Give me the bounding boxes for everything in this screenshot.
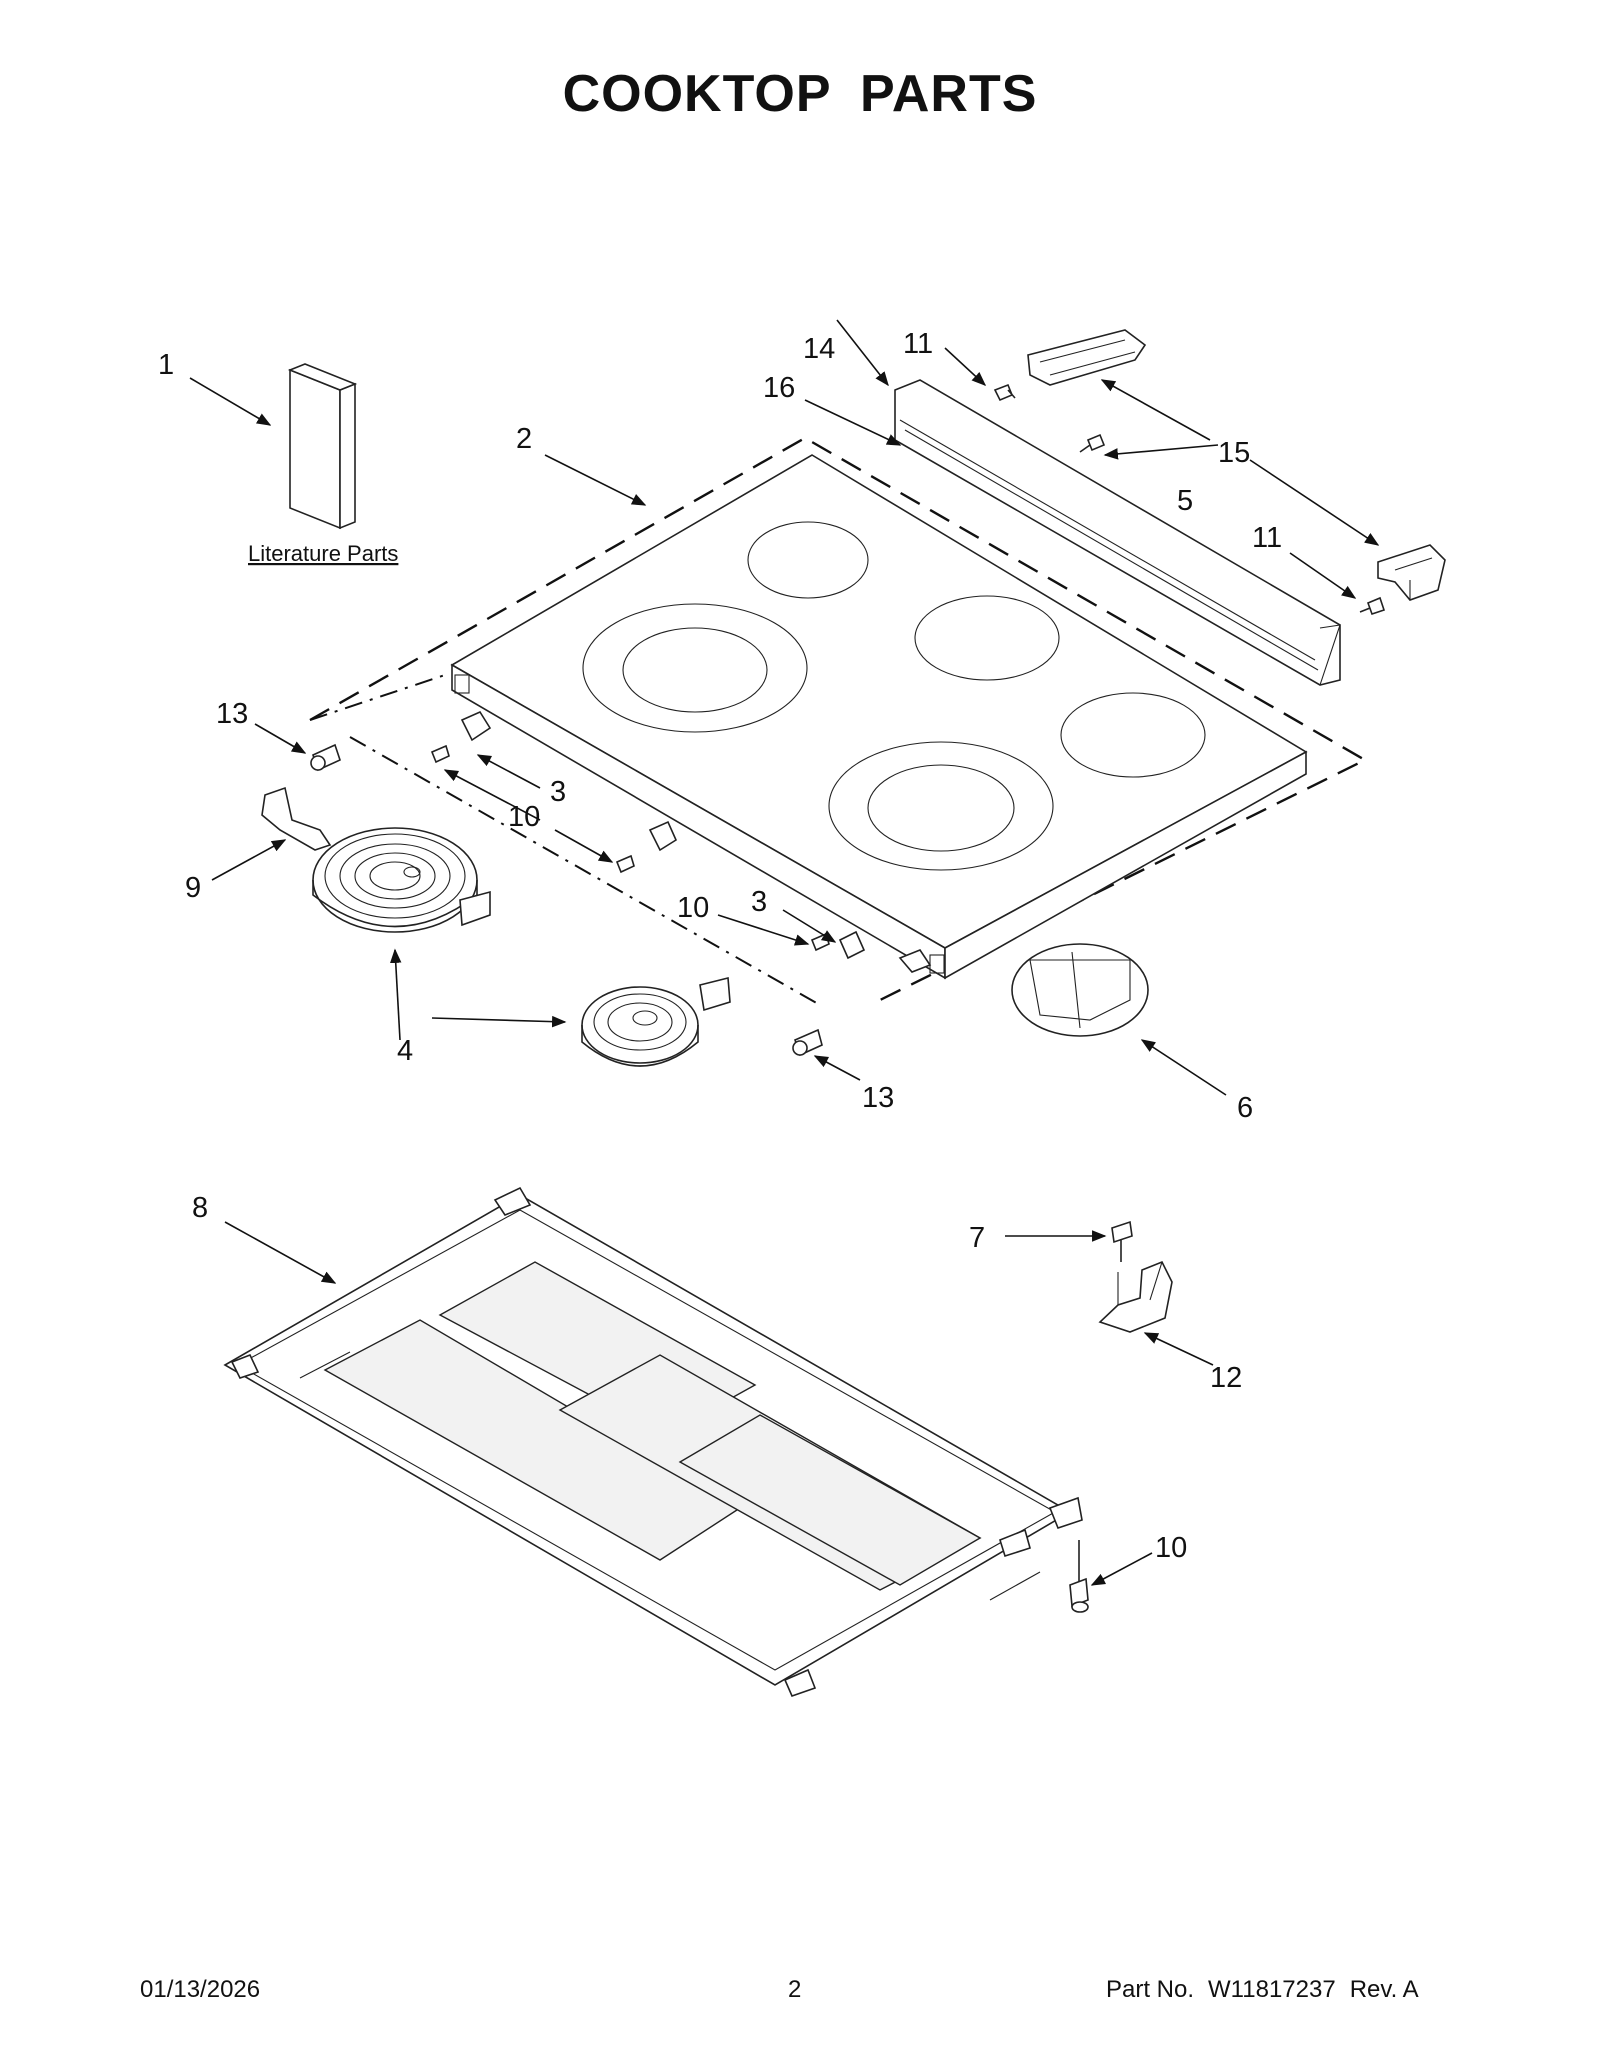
burner-zone-center-outer — [828, 741, 1054, 871]
callout-15: 15 — [1218, 437, 1250, 469]
callout-13-left: 13 — [216, 698, 248, 730]
screw-5[interactable] — [1079, 433, 1106, 453]
cooktop-assembly-outline — [309, 436, 1368, 1002]
callout-3-mid: 3 — [550, 776, 566, 808]
screw-10-bottom[interactable] — [1069, 1540, 1089, 1613]
callout-6: 6 — [1237, 1092, 1253, 1124]
callout-4: 4 — [397, 1035, 413, 1067]
callout-16: 16 — [763, 372, 795, 404]
radiant-element-large[interactable] — [312, 827, 491, 933]
burner-zone-front-left-inner — [622, 627, 768, 713]
callout-8: 8 — [192, 1192, 208, 1224]
screw-11-right[interactable] — [1359, 596, 1386, 616]
callout-10-front: 10 — [677, 892, 709, 924]
clip-3-mid[interactable] — [648, 820, 678, 852]
footer-page-number: 2 — [788, 1976, 802, 2003]
callout-1: 1 — [158, 349, 174, 381]
leader-arrows — [189, 319, 1380, 1586]
burner-zone-front-left-outer — [582, 603, 808, 733]
radiant-element-small[interactable] — [581, 976, 731, 1067]
burner-zone-rear-left — [747, 521, 869, 599]
page-title: COOKTOP PARTS — [562, 65, 1038, 123]
callout-10-bottom: 10 — [1155, 1532, 1187, 1564]
burner-zone-front-right — [1060, 692, 1206, 778]
callout-2: 2 — [516, 423, 532, 455]
footer-part-info: Part No. W11817237 Rev. A — [1106, 1976, 1433, 2004]
callout-12: 12 — [1210, 1362, 1242, 1394]
hinge-bracket-12[interactable] — [1098, 1260, 1173, 1333]
screw-10-mid[interactable] — [615, 854, 635, 874]
insulation-disc[interactable] — [1011, 943, 1149, 1037]
literature-booklet[interactable] — [287, 363, 358, 530]
screw-10-rear[interactable] — [430, 744, 450, 764]
part-number: W11817237 — [1208, 1976, 1336, 2003]
literature-parts-label: Literature Parts — [248, 541, 398, 566]
screw-7[interactable] — [1111, 1220, 1133, 1262]
revision: Rev. A — [1349, 1976, 1419, 2003]
callout-7: 7 — [969, 1222, 985, 1254]
glass-cooktop[interactable] — [450, 454, 1308, 980]
callout-14: 14 — [803, 333, 835, 365]
end-bracket-right[interactable] — [1377, 544, 1446, 601]
callout-5: 5 — [1177, 485, 1193, 517]
element-mounting-bracket[interactable] — [261, 786, 332, 851]
screw-13-front[interactable] — [792, 1028, 823, 1057]
part-number-label: Part No. — [1106, 1976, 1195, 2003]
callout-11-top: 11 — [903, 328, 933, 360]
burner-zone-rear-right — [914, 595, 1060, 681]
cooktop-bottom-pan[interactable] — [223, 1186, 1083, 1697]
callout-10-mid: 10 — [508, 801, 540, 833]
screw-11-top[interactable] — [993, 383, 1016, 402]
clip-3-rear[interactable] — [460, 710, 492, 742]
mounting-axis-left — [309, 674, 821, 1006]
callout-11-right: 11 — [1252, 522, 1282, 554]
screw-13-left[interactable] — [310, 743, 341, 772]
callout-3-front: 3 — [751, 886, 767, 918]
end-bracket-top[interactable] — [1027, 329, 1147, 386]
burner-zone-center-inner — [867, 764, 1015, 852]
clip-3-front[interactable] — [838, 930, 866, 960]
callout-9: 9 — [185, 872, 201, 904]
bracket-front-right[interactable] — [898, 949, 932, 973]
callout-13-front: 13 — [862, 1082, 894, 1114]
footer-date: 01/13/2026 — [140, 1976, 261, 2003]
